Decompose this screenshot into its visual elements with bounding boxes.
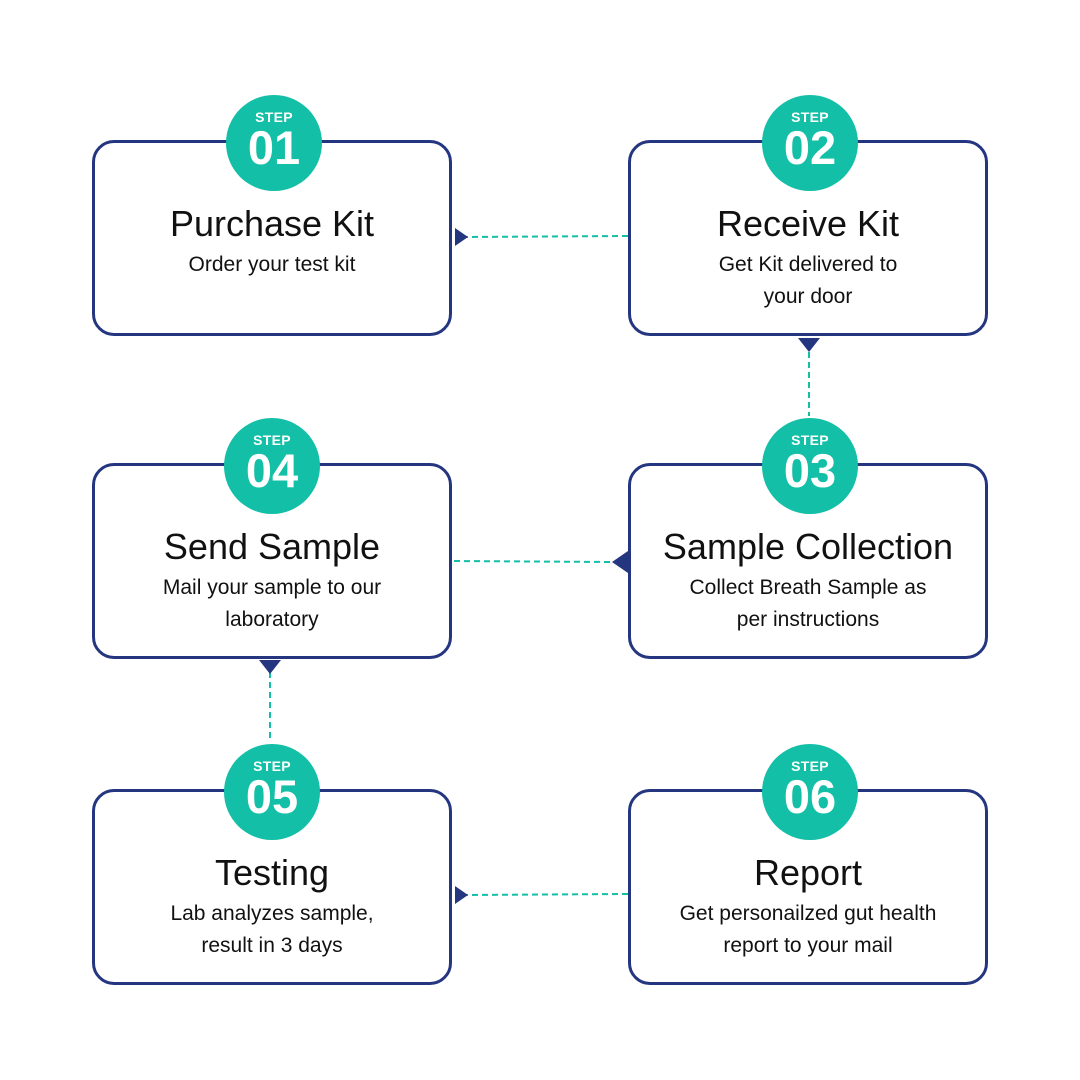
step-description: Lab analyzes sample, result in 3 days	[170, 902, 374, 957]
step-badge-03: STEP 03	[762, 418, 858, 514]
step-badge-01: STEP 01	[226, 95, 322, 191]
connector-02-01	[465, 235, 629, 238]
arrow-left-icon	[455, 886, 468, 904]
connector-06-05	[465, 893, 629, 896]
arrow-down-icon	[259, 660, 281, 674]
step-badge-05: STEP 05	[224, 744, 320, 840]
connector-04-03	[453, 560, 615, 563]
step-title: Receive Kit	[716, 203, 900, 244]
step-label: STEP	[253, 432, 291, 448]
step-card-02: Receive Kit Get Kit delivered to your do…	[628, 140, 988, 336]
arrow-left-icon	[612, 551, 628, 573]
arrow-left-icon	[455, 228, 468, 246]
step-description: Get personailzed gut health report to yo…	[679, 902, 937, 957]
step-label: STEP	[255, 109, 293, 125]
step-title: Purchase Kit	[169, 203, 375, 244]
arrow-down-icon	[798, 338, 820, 352]
step-title: Send Sample	[163, 526, 381, 567]
step-badge-06: STEP 06	[762, 744, 858, 840]
step-label: STEP	[253, 758, 291, 774]
step-number: 01	[247, 121, 301, 174]
step-card-06: Report Get personailzed gut health repor…	[628, 789, 988, 985]
step-title: Report	[753, 852, 863, 893]
step-description: Order your test kit	[188, 253, 356, 276]
step-label: STEP	[791, 432, 829, 448]
step-title: Sample Collection	[662, 526, 954, 567]
step-badge-02: STEP 02	[762, 95, 858, 191]
step-number: 05	[245, 770, 299, 823]
step-title: Testing	[214, 852, 330, 893]
step-label: STEP	[791, 109, 829, 125]
step-description: Mail your sample to our laboratory	[162, 576, 382, 631]
step-description: Collect Breath Sample as per instruction…	[689, 576, 927, 631]
step-badge-04: STEP 04	[224, 418, 320, 514]
step-label: STEP	[791, 758, 829, 774]
step-number: 04	[245, 444, 299, 497]
step-description: Get Kit delivered to your door	[718, 253, 898, 308]
step-number: 02	[783, 121, 837, 174]
step-number: 03	[783, 444, 837, 497]
step-number: 06	[783, 770, 837, 823]
